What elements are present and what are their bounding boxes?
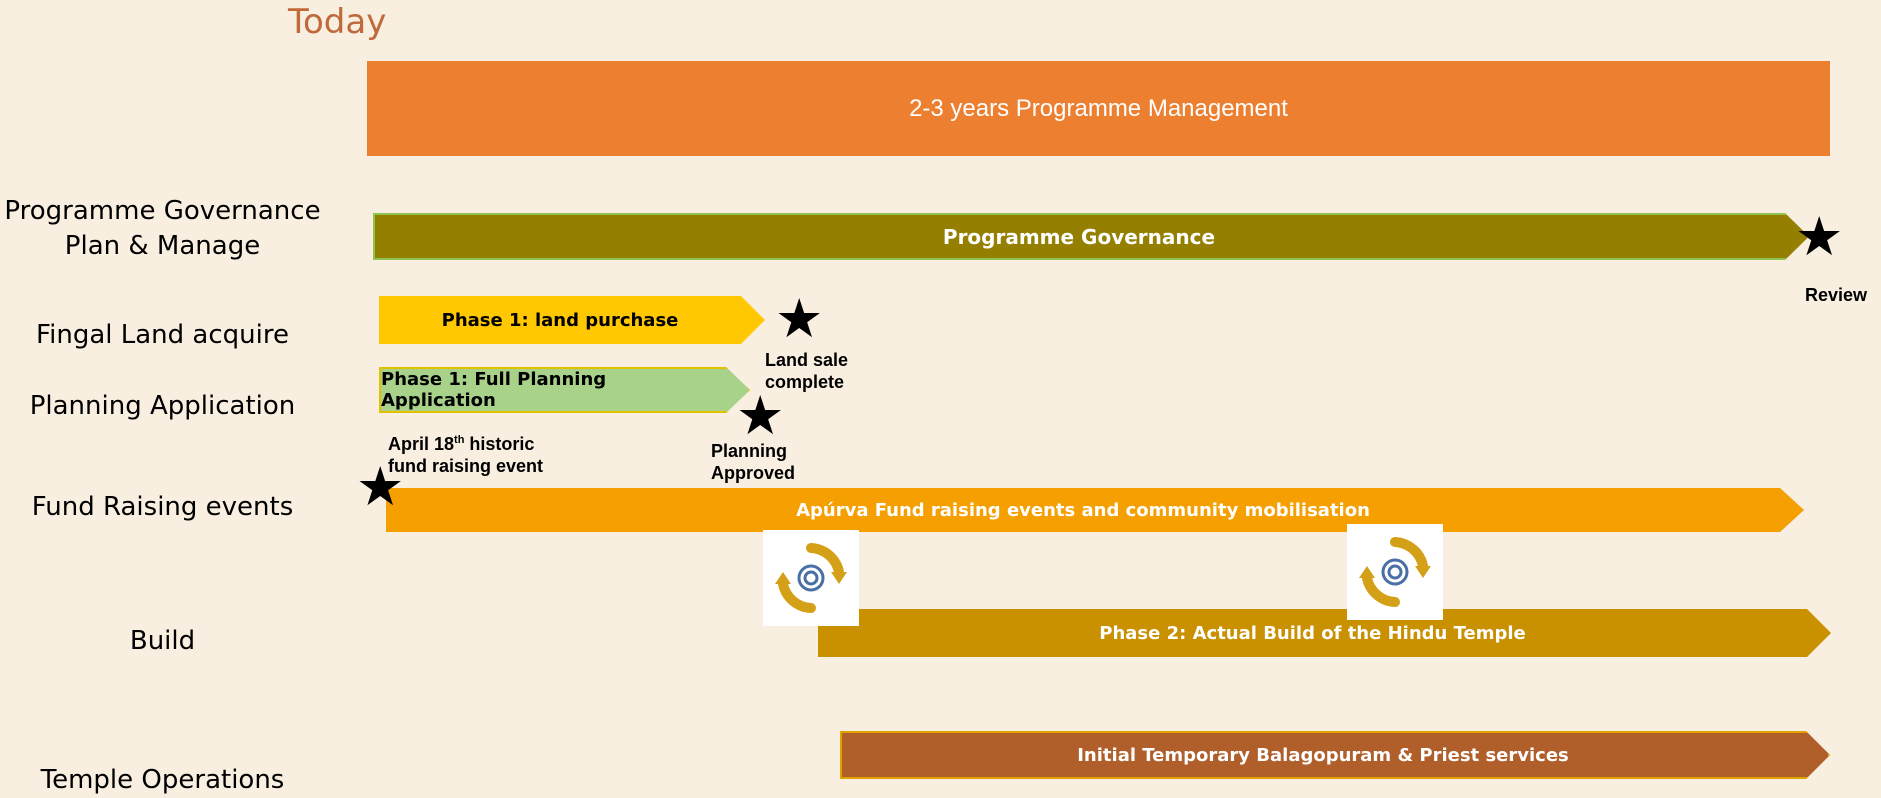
programme-management-banner: 2-3 years Programme Management: [367, 61, 1830, 156]
row-label-operations: Temple Operations: [40, 765, 285, 795]
land-sale-note: Land sale complete: [765, 349, 848, 393]
row-label-governance-line2: Plan & Manage: [64, 231, 261, 261]
row-label-build: Build: [129, 626, 196, 656]
fund-event-note-line1-rest: historic: [464, 434, 535, 454]
planning-approved-note-line1: Planning: [711, 441, 787, 461]
fund-event-date-suffix: th: [454, 434, 465, 446]
land-sale-star-icon: ★: [775, 289, 824, 349]
planning-application-arrow-label: Phase 1: Full Planning Application: [381, 369, 607, 411]
review-star-icon: ★: [1795, 207, 1844, 267]
land-sale-note-line1: Land sale: [765, 350, 849, 370]
cycle-icon: [763, 530, 859, 626]
planning-approved-note-line2: Approved: [711, 463, 796, 483]
governance-arrow: Programme Governance: [373, 213, 1809, 260]
land-purchase-arrow: Phase 1: land purchase: [379, 296, 765, 344]
build-arrow: Phase 2: Actual Build of the Hindu Templ…: [818, 609, 1831, 657]
planning-application-arrow: Phase 1: Full Planning Application: [379, 367, 750, 413]
banner-label: 2-3 years Programme Management: [909, 94, 1288, 122]
land-sale-note-line2: complete: [765, 372, 845, 392]
row-label-fund: Fund Raising events: [31, 492, 294, 522]
review-note: Review: [1805, 285, 1868, 305]
fund-event-star-icon: ★: [356, 457, 405, 517]
row-label-governance-line1: Programme Governance: [4, 196, 321, 226]
land-purchase-arrow-label: Phase 1: land purchase: [441, 309, 679, 331]
operations-arrow-label: Initial Temporary Balagopuram & Priest s…: [1077, 744, 1569, 766]
page-title: Today: [288, 2, 387, 42]
fund-event-date: April 18: [388, 434, 455, 454]
fund-event-note-line2: fund raising event: [388, 456, 544, 476]
row-label-land: Fingal Land acquire: [36, 320, 289, 350]
planning-approved-star-icon: ★: [736, 386, 785, 446]
cycle-icon: [1347, 524, 1443, 620]
row-label-planning: Planning Application: [29, 391, 296, 421]
operations-arrow: Initial Temporary Balagopuram & Priest s…: [840, 731, 1830, 779]
row-label-governance: Programme Governance Plan & Manage: [0, 194, 325, 264]
governance-arrow-label: Programme Governance: [942, 224, 1216, 249]
fund-raising-arrow: Apúrva Fund raising events and community…: [386, 488, 1804, 532]
fund-event-note: April 18th historic fund raising event: [388, 429, 543, 477]
fund-event-note-line1: April 18th historic: [388, 429, 543, 455]
build-arrow-label: Phase 2: Actual Build of the Hindu Templ…: [1099, 622, 1526, 644]
planning-approved-note: Planning Approved: [711, 440, 795, 484]
fund-raising-arrow-label: Apúrva Fund raising events and community…: [796, 499, 1370, 521]
